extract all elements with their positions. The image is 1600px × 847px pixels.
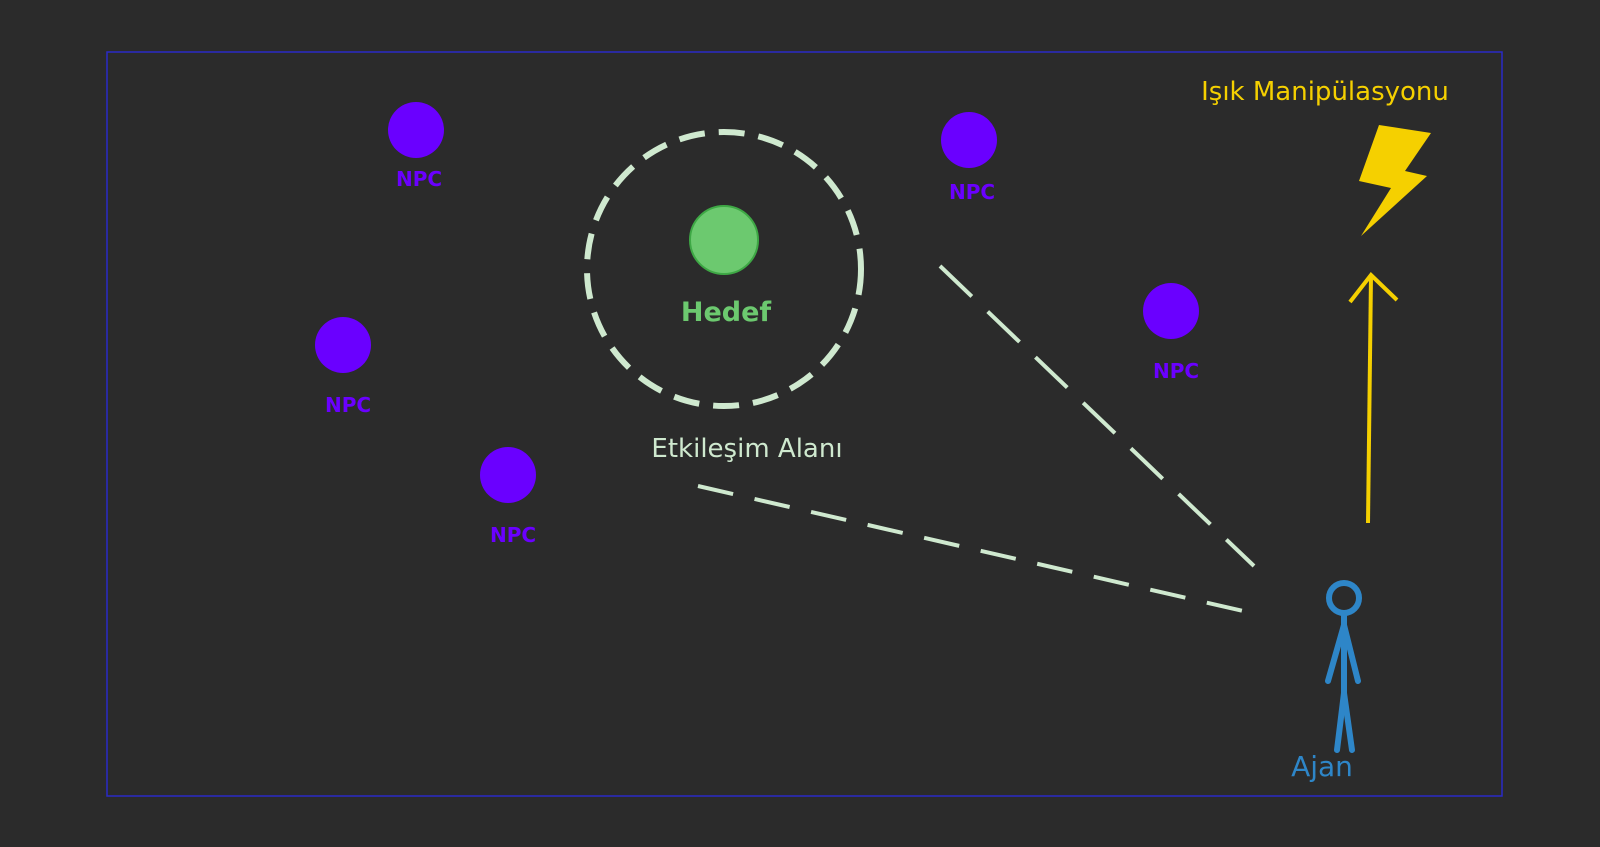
interaction-zone-label: Etkileşim Alanı (651, 434, 842, 464)
npc-4: NPC (1143, 283, 1199, 383)
sight-line-lower (697, 484, 1253, 615)
light-arrow-head (1348, 272, 1399, 304)
agent-label: Ajan (1291, 750, 1353, 783)
npc-dot (315, 317, 371, 373)
npc-label: NPC (490, 523, 536, 547)
npc-1: NPC (388, 102, 444, 191)
interaction-zone-ring (584, 129, 864, 409)
npc-5: NPC (480, 447, 536, 547)
sight-line-upper (938, 264, 1256, 568)
npc-label: NPC (396, 167, 442, 191)
light-label: Işık Manipülasyonu (1201, 77, 1449, 107)
interaction-zone: Hedef Etkileşim Alanı (584, 129, 864, 464)
npc-dot (1143, 283, 1199, 339)
target-label: Hedef (681, 297, 772, 328)
npc-label: NPC (1153, 359, 1199, 383)
npc-2: NPC (941, 112, 997, 204)
light-arrow-shaft (1366, 274, 1373, 524)
npc-3: NPC (315, 317, 371, 417)
target-dot (689, 205, 759, 275)
npc-label: NPC (325, 393, 371, 417)
lightning-bolt-icon (1359, 125, 1431, 236)
npc-dot (480, 447, 536, 503)
npc-dot (388, 102, 444, 158)
scene-frame (106, 51, 1503, 797)
light-arrow (1348, 272, 1399, 524)
npc-dot (941, 112, 997, 168)
npc-label: NPC (949, 180, 995, 204)
stick-figure-icon (1325, 580, 1362, 753)
